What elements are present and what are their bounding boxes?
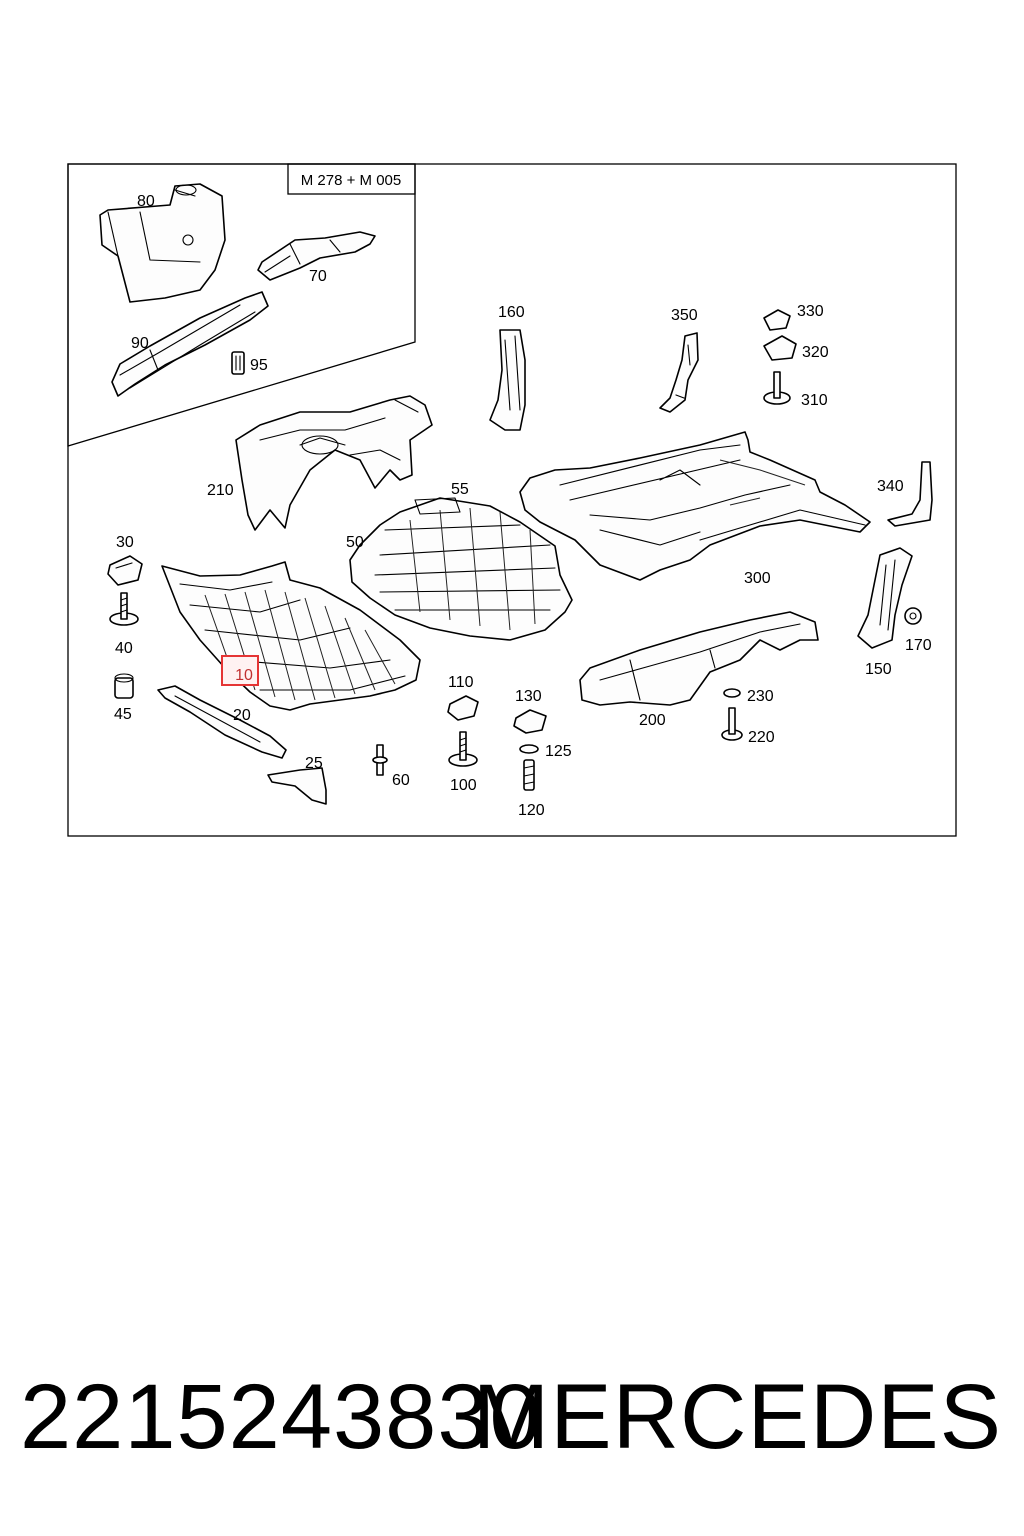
- part-40-screw-drawing: [109, 592, 139, 626]
- callout-40[interactable]: 40: [115, 640, 133, 657]
- part-210-drawing: [235, 395, 433, 531]
- part-125-washer-drawing: [519, 744, 539, 754]
- callout-20[interactable]: 20: [233, 707, 251, 724]
- part-160-drawing: [489, 329, 526, 431]
- callout-230[interactable]: 230: [747, 688, 774, 705]
- part-300-drawing: [519, 431, 871, 581]
- callout-95[interactable]: 95: [250, 357, 268, 374]
- part-350-drawing: [659, 332, 699, 413]
- callout-70[interactable]: 70: [309, 268, 327, 285]
- callout-55[interactable]: 55: [451, 481, 469, 498]
- callout-25[interactable]: 25: [305, 755, 323, 772]
- callout-30[interactable]: 30: [116, 534, 134, 551]
- part-10-drawing: [161, 561, 421, 711]
- callout-160[interactable]: 160: [498, 304, 525, 321]
- highlight-box-10[interactable]: [221, 655, 259, 686]
- callout-110[interactable]: 110: [448, 674, 474, 691]
- part-number: 2215243830: [20, 1366, 542, 1468]
- callout-340[interactable]: 340: [877, 478, 904, 495]
- brand-name: MERCEDES: [472, 1366, 1002, 1468]
- callout-210[interactable]: 210: [207, 482, 234, 499]
- part-330-clip-drawing: [763, 309, 791, 331]
- part-90-drawing: [111, 291, 269, 397]
- callout-100[interactable]: 100: [450, 777, 477, 794]
- part-120-bolt-drawing: [523, 759, 535, 791]
- callout-150[interactable]: 150: [865, 661, 892, 678]
- part-45-spacer-drawing: [114, 673, 134, 699]
- part-60-bolt-drawing: [372, 744, 388, 776]
- part-230-washer-drawing: [723, 688, 741, 698]
- part-20-drawing: [157, 685, 287, 759]
- part-220-screw-drawing: [721, 707, 743, 741]
- engine-variant-box: [287, 163, 416, 195]
- part-170-grommet-drawing: [904, 607, 922, 625]
- callout-220[interactable]: 220: [748, 729, 775, 746]
- part-55-50-drawing: [349, 497, 573, 641]
- callout-130[interactable]: 130: [515, 688, 542, 705]
- part-130-nut-drawing: [513, 709, 547, 734]
- part-25-drawing: [267, 767, 327, 805]
- callout-320[interactable]: 320: [802, 344, 829, 361]
- part-110-clip-drawing: [447, 695, 479, 721]
- callout-45[interactable]: 45: [114, 706, 132, 723]
- callout-10[interactable]: 10: [235, 667, 253, 684]
- part-320-clip-drawing: [763, 335, 797, 361]
- part-200-drawing: [579, 611, 819, 706]
- callout-120[interactable]: 120: [518, 802, 545, 819]
- callout-310[interactable]: 310: [801, 392, 828, 409]
- part-100-screw-drawing: [448, 731, 478, 767]
- callout-125[interactable]: 125: [545, 743, 572, 760]
- callout-300[interactable]: 300: [744, 570, 771, 587]
- callout-200[interactable]: 200: [639, 712, 666, 729]
- part-80-drawing: [99, 183, 226, 303]
- diagram-frame: [67, 163, 957, 837]
- part-150-drawing: [857, 547, 913, 649]
- callout-50[interactable]: 50: [346, 534, 364, 551]
- callout-60[interactable]: 60: [392, 772, 410, 789]
- callout-330[interactable]: 330: [797, 303, 824, 320]
- callout-170[interactable]: 170: [905, 637, 932, 654]
- callout-80[interactable]: 80: [137, 193, 155, 210]
- callout-90[interactable]: 90: [131, 335, 149, 352]
- part-70-drawing: [257, 231, 376, 281]
- part-310-screw-drawing: [763, 371, 791, 405]
- footer: 2215243830 MERCEDES: [0, 1362, 1024, 1472]
- engine-variant-label: M 278 + M 005: [301, 172, 401, 189]
- part-95-drawing: [231, 351, 245, 375]
- callout-350[interactable]: 350: [671, 307, 698, 324]
- part-30-clip-drawing: [107, 555, 143, 586]
- part-340-drawing: [887, 461, 933, 527]
